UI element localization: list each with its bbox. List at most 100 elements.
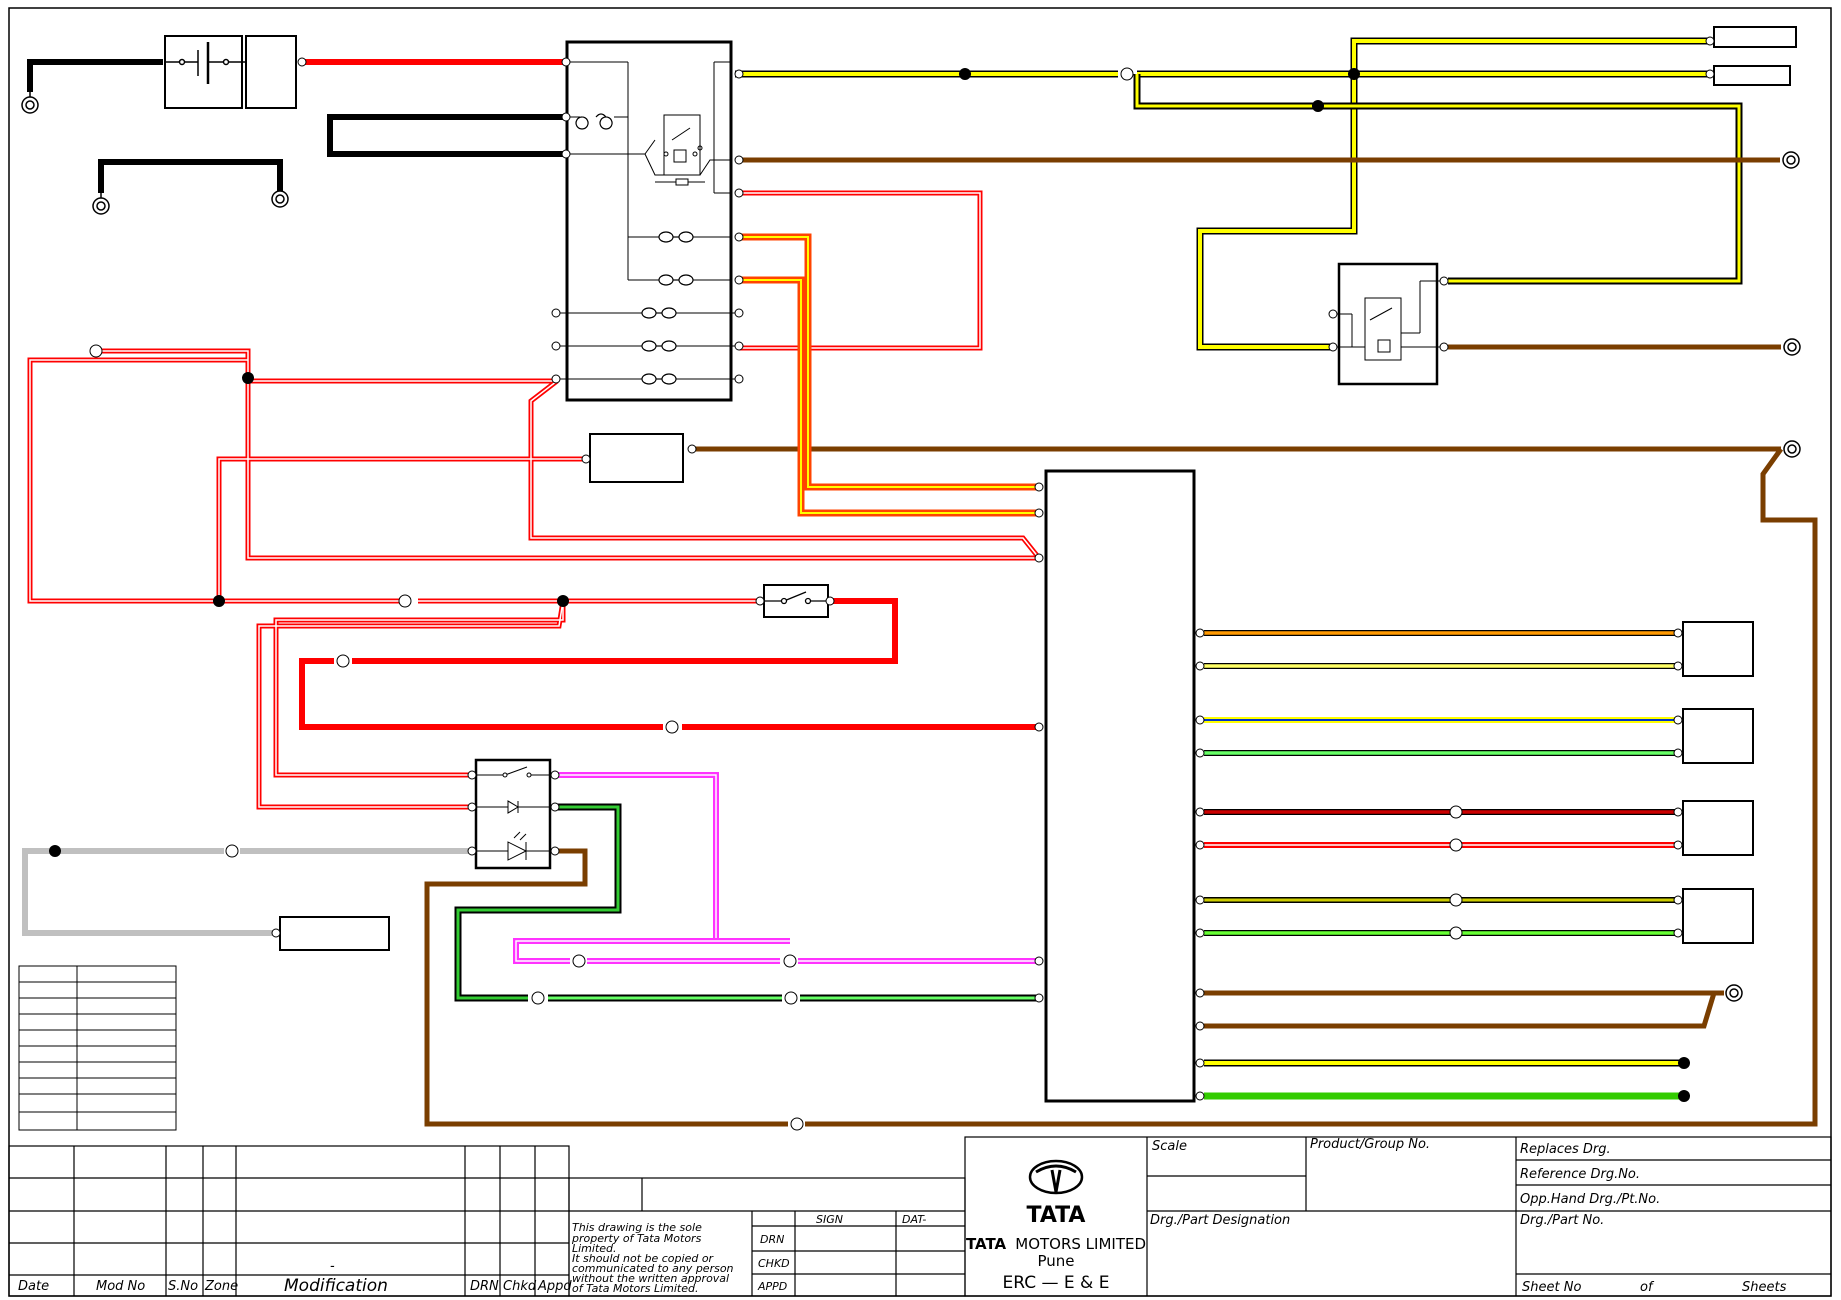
wire-pink-switch xyxy=(557,772,790,944)
tb-date-header: DAT- xyxy=(902,1213,926,1226)
ground-terminal-icon xyxy=(271,190,289,208)
tb-notice-line-1: This drawing is the sole xyxy=(572,1221,702,1234)
ground-terminal-icon xyxy=(21,92,39,114)
junction-dot xyxy=(959,68,971,80)
tb-product-group: Product/Group No. xyxy=(1310,1137,1430,1152)
junction-dot xyxy=(1678,1057,1690,1069)
tb-company: TATA MOTORS LIMITED xyxy=(966,1234,1146,1253)
tb-row-chkd: CHKD xyxy=(758,1257,790,1270)
fuse-6-icon xyxy=(641,373,677,385)
tb-replaces: Replaces Drg. xyxy=(1520,1142,1611,1157)
fuse-icons xyxy=(575,113,694,385)
tb-notice-line-3: Limited. xyxy=(572,1242,617,1255)
load-box-top-2 xyxy=(1713,65,1791,86)
tb-part-no: Drg./Part No. xyxy=(1520,1213,1604,1228)
fuse-4-icon xyxy=(641,307,677,319)
wire-red-white-fuse-loop-stripe xyxy=(739,192,981,349)
wire-yellow-black-relay-core xyxy=(1135,74,1741,283)
tb-opp-hand: Opp.Hand Drg./Pt.No. xyxy=(1520,1192,1660,1207)
wire-brown-ecu-ground-2 xyxy=(1204,992,1717,1029)
tb-header-chkd: Chkd xyxy=(503,1279,537,1294)
ground-terminal-icon xyxy=(1783,338,1801,356)
tb-of: of xyxy=(1640,1280,1655,1295)
ground-terminals xyxy=(21,92,1801,1002)
fuse-1-icon xyxy=(575,113,613,130)
wire-yellow-relay-feed-core xyxy=(1198,74,1356,349)
connector-pins xyxy=(89,36,1715,1131)
tb-scale: Scale xyxy=(1152,1139,1187,1154)
tb-header-drn: DRN xyxy=(470,1279,499,1294)
load-box-right-4 xyxy=(1682,888,1754,944)
wire-black-fusebox-loop xyxy=(327,114,566,157)
tb-row-appd: APPD xyxy=(757,1280,787,1293)
load-box-right-1 xyxy=(1682,621,1754,677)
tb-header-modification: Modification xyxy=(284,1276,388,1296)
load-box-right-3 xyxy=(1682,800,1754,856)
junction-dot xyxy=(557,595,569,607)
wire-orange-yellow-ecu-2-stripe xyxy=(739,279,1039,514)
fuse-2-icon xyxy=(658,231,694,243)
load-box-left xyxy=(279,916,390,951)
fuse-box-internals xyxy=(556,61,739,380)
tb-notice-line-7: of Tata Motors Limited. xyxy=(572,1282,698,1295)
ignition-switch-icon xyxy=(764,591,828,605)
tb-designation: Drg./Part Designation xyxy=(1150,1213,1290,1228)
tb-reference: Reference Drg.No. xyxy=(1520,1167,1640,1182)
ecu-box xyxy=(1044,469,1196,1103)
tb-city: Pune xyxy=(1037,1252,1074,1270)
wire-yellow-top-branch xyxy=(1350,37,1710,74)
tb-header-date: Date xyxy=(18,1279,49,1294)
tb-notice-line-2: property of Tata Motors xyxy=(571,1232,702,1245)
tb-dash: - xyxy=(330,1259,335,1274)
wire-grey-loop xyxy=(22,848,276,936)
wire-red-white-fuse-loop xyxy=(739,190,983,351)
relay-box xyxy=(1337,262,1439,386)
battery-icon xyxy=(165,42,246,84)
fusebox-relay-icon xyxy=(644,114,714,186)
ground-terminal-icon xyxy=(1783,440,1801,458)
junction-dot xyxy=(49,845,61,857)
ground-terminal-icon xyxy=(1782,151,1800,169)
wire-red-white-module-stripe xyxy=(218,458,586,601)
led-2-icon xyxy=(507,841,528,861)
load-box-top-1 xyxy=(1713,26,1797,48)
relay-icon xyxy=(1333,280,1440,361)
fuse-5-icon xyxy=(641,340,677,352)
wire-red-ecu-feed xyxy=(299,658,663,730)
battery-box xyxy=(164,35,243,109)
wire-orange-yellow-ecu-1-stripe xyxy=(739,236,1039,488)
battery-isolator-box xyxy=(245,35,297,109)
indicator-switch-icons xyxy=(476,766,550,861)
tb-company-bold: TATA xyxy=(966,1235,1007,1253)
led-1-icon xyxy=(507,800,519,814)
wire-black-battery-ground xyxy=(27,59,163,92)
tb-logo-word: TATA xyxy=(1027,1203,1086,1228)
wire-brown-return-left xyxy=(424,848,788,1127)
junction-dots xyxy=(49,68,1690,1102)
title-block: Date Mod No S.No Zone Modification DRN C… xyxy=(8,1136,1832,1297)
wire-black-ground-bridge xyxy=(98,159,283,193)
tb-notice-line-5: communicated to any person xyxy=(572,1262,734,1275)
tb-header-zone: Zone xyxy=(204,1279,238,1294)
wire-brown-return xyxy=(805,447,1818,1127)
tb-row-drn: DRN xyxy=(760,1233,784,1246)
tb-header-s-no: S.No xyxy=(168,1279,198,1294)
junction-dot xyxy=(1348,68,1360,80)
tb-company-rest: MOTORS LIMITED xyxy=(1015,1235,1146,1253)
components-layer xyxy=(18,26,1797,1131)
wire-red-white-switch-drop2-stripe xyxy=(275,601,564,776)
wires-layer xyxy=(22,37,1818,1127)
tb-header-mod-no: Mod No xyxy=(96,1279,145,1294)
tb-sheets: Sheets xyxy=(1742,1280,1787,1295)
tb-sheet-no: Sheet No xyxy=(1522,1280,1581,1295)
wire-red-white-switch-drop-stripe xyxy=(258,600,564,808)
wire-orange-yellow-ecu-2 xyxy=(739,276,1039,517)
fuse-box xyxy=(565,40,733,402)
junction-dot xyxy=(213,595,225,607)
module-box xyxy=(589,433,684,483)
revision-table xyxy=(18,965,177,1131)
wire-yellow-relay-feed xyxy=(1196,74,1358,351)
wire-red-white-top-span-stripe xyxy=(96,350,1039,559)
wire-red-white-diag-stripe xyxy=(530,380,1040,559)
